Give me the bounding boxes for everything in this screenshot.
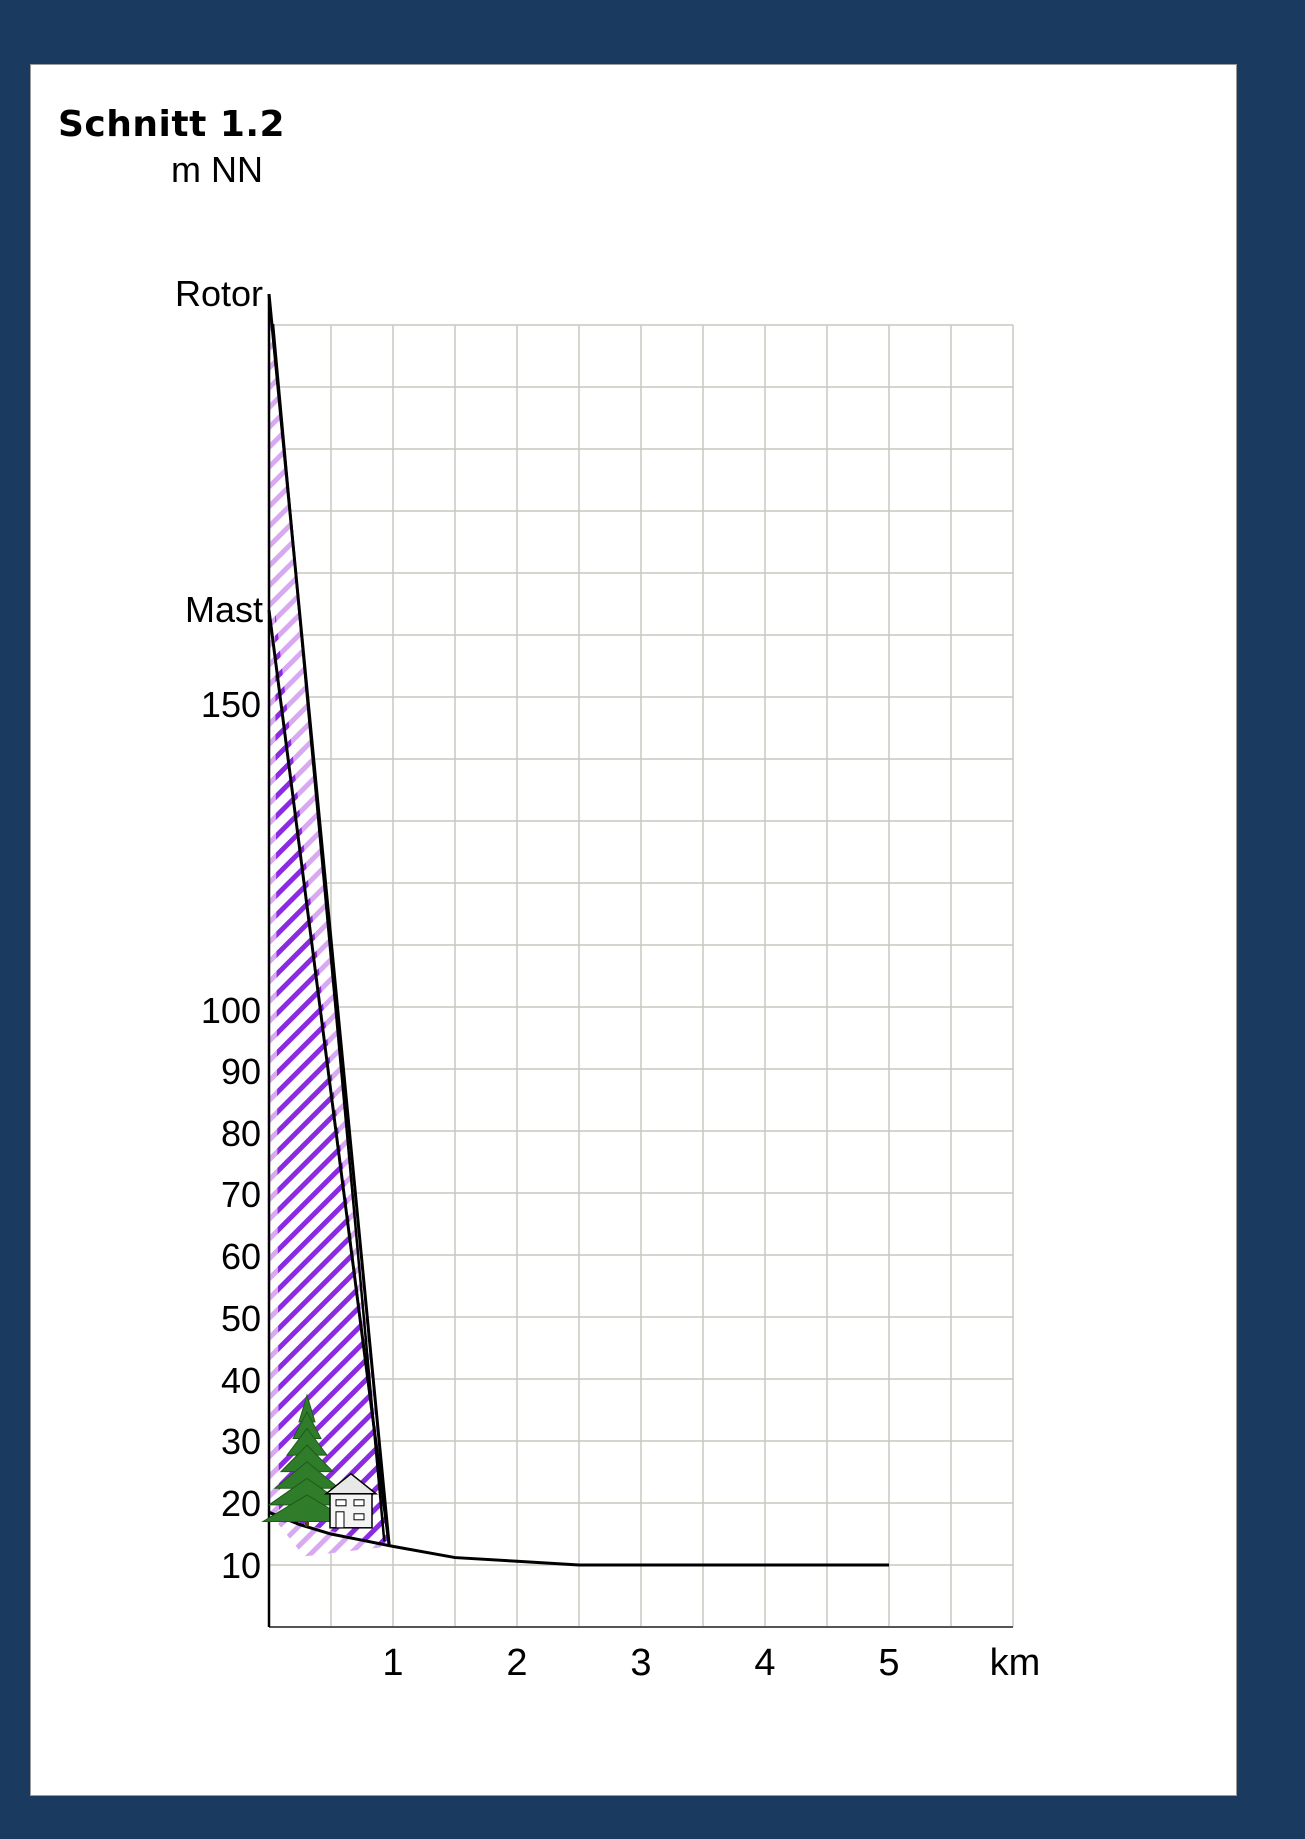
y-marker-unit: m NN (171, 149, 263, 190)
house-icon (323, 1472, 379, 1529)
y-tick-label: 10 (221, 1545, 261, 1586)
y-marker-mast: Mast (185, 589, 263, 630)
x-tick-label: 2 (506, 1642, 527, 1684)
sheet (30, 64, 1237, 1796)
tree-tier (261, 1494, 353, 1523)
y-tick-label: 90 (221, 1051, 261, 1092)
x-unit-label: km (990, 1642, 1041, 1684)
house-window (335, 1499, 347, 1507)
house-door (335, 1511, 345, 1529)
x-tick-label: 3 (630, 1642, 651, 1684)
ray-rotor-lower (271, 323, 386, 1542)
objects (261, 1393, 379, 1529)
rays (267, 293, 391, 1627)
y-tick-label: 20 (221, 1483, 261, 1524)
y-tick-label: 100 (201, 990, 261, 1031)
grid (268, 324, 1014, 1628)
diagram-title: Schnitt 1.2 (58, 104, 286, 145)
y-tick-label: 30 (221, 1421, 261, 1462)
y-tick-label: 80 (221, 1113, 261, 1154)
x-tick-label: 5 (878, 1642, 899, 1684)
terrain (268, 1510, 889, 1567)
y-marker-rotor: Rotor (175, 273, 263, 314)
y-tick-label: 150 (201, 684, 261, 725)
y-tick-label: 70 (221, 1174, 261, 1215)
terrain-line (268, 1510, 889, 1567)
y-tick-label: 60 (221, 1236, 261, 1277)
x-tick-label: 1 (382, 1642, 403, 1684)
y-tick-label: 40 (221, 1360, 261, 1401)
house-window (353, 1513, 365, 1521)
ray-mast (267, 610, 391, 1547)
axis-labels: 10 20 30 40 50 60 70 80 90 100 150 Mast Rotor m NN 1 2 3… (171, 149, 1040, 1684)
tree-icon (261, 1393, 353, 1527)
house-window (353, 1499, 365, 1507)
house-roof (323, 1472, 379, 1495)
x-tick-label: 4 (754, 1642, 775, 1684)
y-tick-label: 50 (221, 1298, 261, 1339)
